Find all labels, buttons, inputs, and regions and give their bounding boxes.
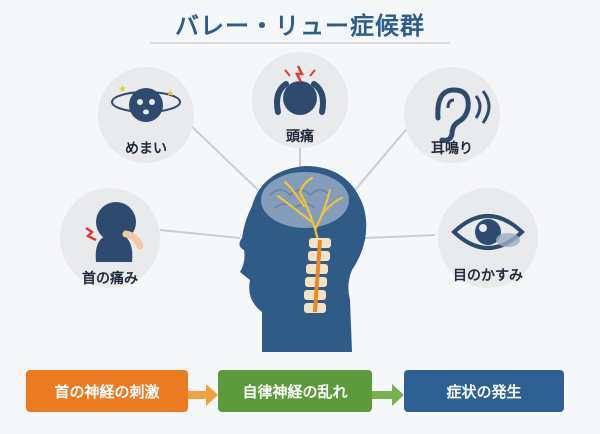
svg-text:★: ★ (118, 84, 127, 95)
label-tinnitus: 耳鳴り (431, 141, 473, 157)
arrow-2 (372, 384, 404, 406)
label-dizziness: めまい (125, 141, 167, 157)
eye-icon (451, 214, 525, 250)
spine (304, 238, 331, 313)
circle-tinnitus (404, 67, 500, 163)
dizzy-face-icon: ★ ★ (111, 84, 181, 122)
connector-neck-pain (159, 229, 241, 239)
nerve-branches (276, 176, 344, 242)
page-title: バレー・リュー症候群 (175, 12, 425, 40)
title-divider (150, 42, 450, 44)
spinal-cord (313, 239, 322, 313)
ear-icon (435, 87, 491, 143)
svg-text:★: ★ (166, 89, 174, 99)
label-headache: 頭痛 (286, 129, 314, 145)
label-blurred-vision: 目のかすみ (453, 268, 523, 284)
connector-lines (159, 119, 436, 239)
arrow-1 (188, 384, 218, 406)
flow-step-2: 自律神経の乱れ (218, 370, 372, 412)
flow-step-3: 症状の発生 (404, 370, 564, 412)
flow-arrows (188, 384, 404, 406)
label-neck-pain: 首の痛み (82, 271, 138, 287)
neck-pain-icon (85, 202, 144, 262)
head-profile (239, 166, 367, 352)
connector-tinnitus (354, 124, 411, 191)
headache-icon (274, 65, 326, 115)
connector-dizziness (184, 119, 259, 191)
flow-step-1: 首の神経の刺激 (26, 370, 188, 412)
connector-vision (364, 234, 436, 239)
